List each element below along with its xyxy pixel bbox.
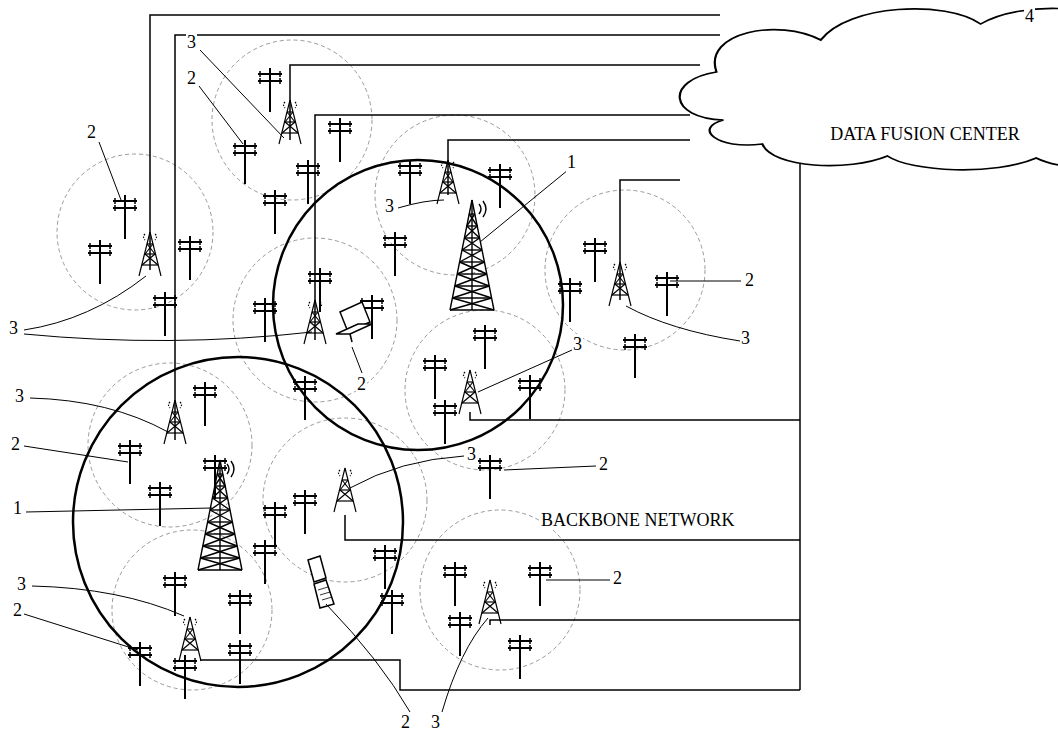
pole-symbol	[583, 238, 607, 282]
base-station-symbol	[139, 232, 161, 276]
pole-symbol	[528, 562, 552, 606]
pole-symbol	[380, 590, 404, 634]
pole-symbol	[263, 190, 287, 234]
pole-symbol	[623, 334, 647, 378]
callout-number: 2	[12, 600, 23, 620]
callout-number: 2	[612, 568, 623, 588]
callout-number: 3	[384, 196, 395, 216]
cloud-node: DATA FUSION CENTER	[640, 0, 1058, 172]
pole-symbol	[448, 612, 472, 656]
pole-symbol	[128, 642, 152, 686]
base-station-symbol	[459, 370, 481, 414]
pole-symbol	[153, 292, 177, 336]
pole-symbol	[473, 325, 497, 369]
callout-number: 2	[598, 454, 609, 474]
base-station-symbol	[304, 300, 326, 344]
pole-symbol	[258, 68, 282, 112]
pole-symbol	[228, 590, 252, 634]
pole-symbol	[228, 640, 252, 684]
pole-symbol	[558, 278, 582, 322]
pole-symbol	[488, 164, 512, 208]
laptop-terminal	[336, 302, 372, 342]
macro-base-station	[198, 460, 242, 570]
pole-symbol	[443, 562, 467, 606]
pole-symbol	[178, 236, 202, 280]
pole-symbol	[113, 195, 137, 239]
callout-number: 1	[566, 152, 577, 172]
callout-number: 3	[14, 386, 25, 406]
pole-symbol	[88, 240, 112, 284]
pole-symbol	[233, 140, 257, 184]
base-station-symbol	[334, 468, 356, 512]
callout-number: 3	[430, 712, 441, 732]
base-station-symbol	[479, 580, 501, 624]
pole-symbol	[193, 382, 217, 426]
callout-number: 2	[356, 374, 367, 394]
pole-symbol	[253, 540, 277, 584]
pole-symbol	[383, 232, 407, 276]
callout-number: 2	[86, 122, 97, 142]
cell-coverage	[57, 40, 705, 690]
pole-symbol	[398, 160, 422, 204]
callout-number: 2	[10, 434, 21, 454]
pole-symbol	[655, 272, 679, 316]
pole-symbol	[478, 455, 502, 499]
pole-symbol	[308, 268, 332, 312]
mobile-terminal	[308, 556, 334, 608]
pole-symbol	[508, 635, 532, 679]
callout-number: 1	[12, 498, 23, 518]
callout-number: 4	[1024, 6, 1035, 26]
callout-number: 3	[8, 318, 19, 338]
base-station-symbol	[609, 262, 631, 306]
callout-number: 2	[400, 712, 411, 732]
pole-symbol	[328, 118, 352, 162]
macro-base-station	[450, 200, 494, 310]
pole-symbol	[433, 400, 457, 444]
callout-number: 3	[466, 444, 477, 464]
callout-number: 3	[572, 334, 583, 354]
base-station-symbol	[437, 160, 459, 204]
callout-number: 2	[744, 270, 755, 290]
base-station-symbol	[164, 400, 186, 444]
pole-symbol	[373, 545, 397, 589]
pole-symbol	[173, 655, 197, 699]
pole-symbol	[293, 376, 317, 420]
pole-symbol	[518, 375, 542, 419]
pole-symbol	[423, 355, 447, 399]
cluster-boundary	[73, 160, 563, 687]
pole-symbol	[263, 502, 287, 546]
callout-number: 3	[740, 328, 751, 348]
callout-number: 2	[186, 68, 197, 88]
pole-symbol	[118, 440, 142, 484]
pole-symbol	[293, 490, 317, 534]
callout-number: 3	[16, 574, 27, 594]
base-station-symbol	[279, 100, 301, 144]
pole-symbol	[148, 482, 172, 526]
base-station-symbol	[179, 617, 201, 661]
callout-number: 3	[186, 32, 197, 52]
network-label: BACKBONE NETWORK	[540, 510, 736, 530]
node-label: DATA FUSION CENTER	[640, 124, 1058, 145]
cloud-outline	[640, 0, 1058, 172]
pole-symbol	[296, 160, 320, 204]
